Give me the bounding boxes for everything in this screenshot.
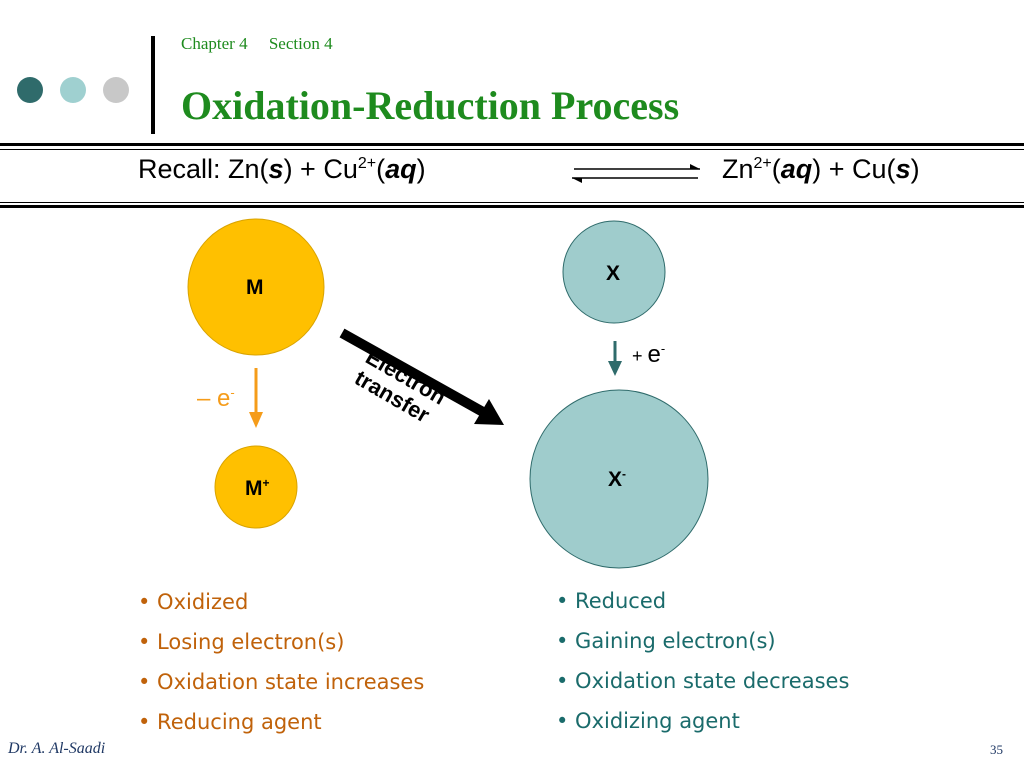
nonmetal-atom-circle (562, 220, 666, 324)
page-title: Oxidation-Reduction Process (181, 83, 680, 128)
equation-rule-thin (0, 202, 1024, 203)
lose-electron-label: – e- (197, 385, 235, 412)
list-item: • Reduced (556, 589, 667, 613)
nonmetal-ion-label: X- (608, 467, 627, 491)
decor-dot-gray (103, 77, 129, 103)
author-footer: Dr. A. Al-Saadi (8, 740, 106, 757)
decor-dot-dark (17, 77, 43, 103)
reduction-list: • Reduced • Gaining electron(s) • Oxidat… (556, 581, 849, 741)
list-item: • Oxidation state decreases (556, 669, 850, 693)
equation-rule (0, 205, 1024, 208)
metal-atom-circle (187, 218, 325, 356)
gain-electron-label: + e- (632, 341, 666, 368)
oxidation-list: • Oxidized • Losing electron(s) • Oxidat… (138, 582, 424, 742)
page-number: 35 (990, 742, 1003, 757)
list-item: • Losing electron(s) (138, 630, 345, 654)
chapter-label: Chapter 4 Section 4 (181, 34, 333, 53)
equation-products: Zn2+(aq) + Cu(s) (722, 154, 920, 184)
list-item: • Reducing agent (138, 710, 322, 734)
equilibrium-arrows-icon (572, 164, 700, 183)
metal-atom-label: M (246, 276, 264, 299)
nonmetal-atom-label: X (606, 262, 621, 285)
metal-ion-label: M+ (245, 476, 270, 500)
list-item: • Oxidation state increases (138, 670, 425, 694)
nonmetal-ion-circle (529, 389, 709, 569)
electron-transfer-arrow (339, 328, 486, 417)
decor-dot-light (60, 77, 86, 103)
header-rule (0, 143, 1024, 146)
list-item: • Gaining electron(s) (556, 629, 776, 653)
list-item: • Oxidized (138, 590, 249, 614)
list-item: • Oxidizing agent (556, 709, 740, 733)
metal-ion-circle (214, 445, 298, 529)
header-rule-thin (0, 149, 1024, 150)
header-divider (151, 36, 155, 134)
equation-reactants: Recall: Zn(s) + Cu2+(aq) (138, 154, 426, 184)
